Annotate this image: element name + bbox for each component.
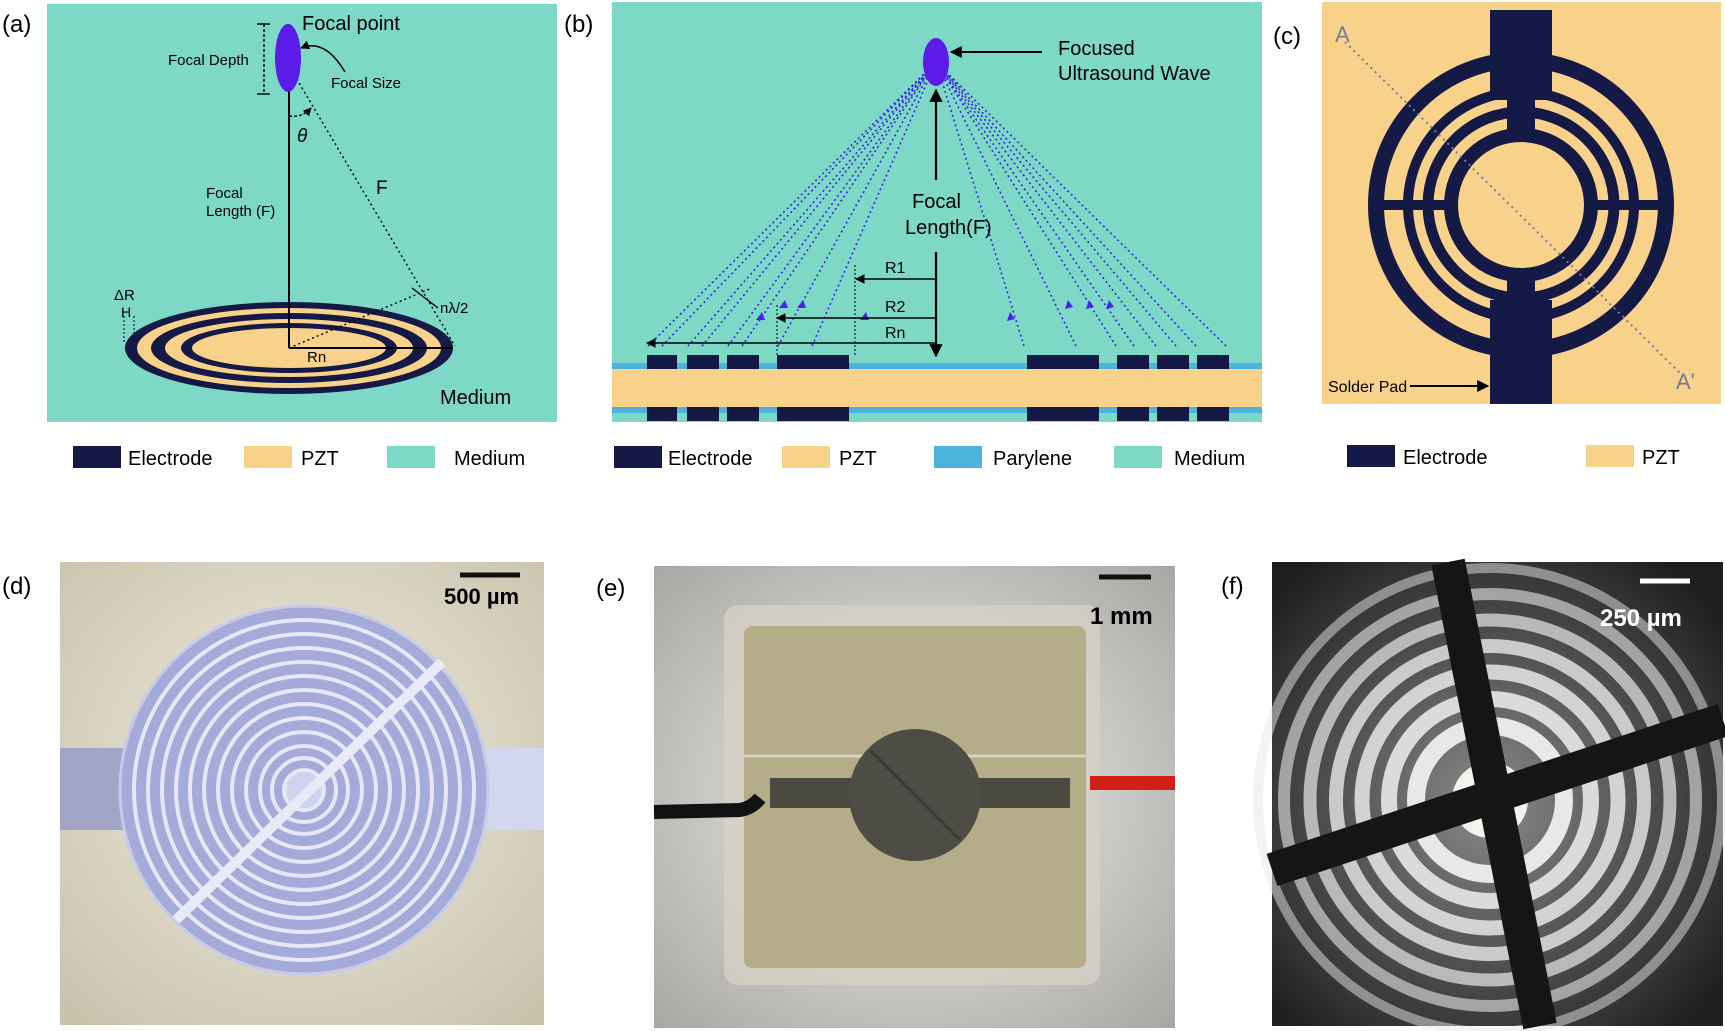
panel-e-tag: (e)	[596, 575, 625, 602]
legend-parylene-label: Parylene	[993, 448, 1072, 470]
legend-electrode-label: Electrode	[1403, 447, 1488, 469]
rn-label-a: Rn	[307, 349, 326, 366]
r1-label: R1	[885, 260, 906, 277]
legend-a: Electrode PZT Medium	[73, 446, 525, 470]
focused-label-1: Focused	[1058, 38, 1135, 60]
n-lambda-tick	[411, 287, 439, 309]
photo-f-horizontal-bar	[1266, 703, 1725, 887]
legend-pzt-label: PZT	[1642, 447, 1680, 469]
photo-d-diagonal	[172, 658, 446, 924]
panel-d: (d) 500 µm	[2, 562, 544, 1025]
scale-label-e: 1 mm	[1090, 603, 1153, 630]
ring-connectors	[1378, 60, 1664, 350]
legend-medium-swatch	[387, 446, 435, 468]
panel-f: (f) 250 µm	[1221, 558, 1725, 1031]
pzt-layer-b	[612, 369, 1262, 407]
top-electrodes	[647, 355, 1229, 369]
n-lambda-dotted-line	[288, 287, 433, 349]
legend-medium-swatch	[1114, 446, 1162, 468]
legend-electrode-swatch	[1347, 445, 1395, 467]
focal-depth-label: Focal Depth	[168, 52, 249, 69]
scale-label-f: 250 µm	[1600, 605, 1682, 632]
parylene-bottom	[612, 407, 1262, 413]
legend-medium-label: Medium	[1174, 448, 1245, 470]
photo-e-red-wire	[1090, 776, 1175, 790]
legend-pzt-swatch	[1586, 445, 1634, 467]
ray-lines	[647, 61, 1227, 347]
panel-a: (a) Focal point Focal Depth Focal Size θ…	[2, 4, 557, 470]
rn-label-b: Rn	[885, 325, 905, 342]
solder-pad-label: Solder Pad	[1328, 379, 1407, 396]
bottom-electrodes	[647, 407, 1229, 421]
panel-a-tag: (a)	[2, 11, 31, 38]
focal-length-label-2: Length (F)	[206, 203, 275, 220]
legend-electrode-swatch	[73, 446, 121, 468]
panel-c-tag: (c)	[1273, 23, 1301, 50]
panel-f-tag: (f)	[1221, 573, 1244, 600]
panel-d-tag: (d)	[2, 573, 31, 600]
a-label: A	[1335, 22, 1350, 47]
focal-point-label: Focal point	[302, 13, 400, 35]
delta-r-label: ΔR	[114, 287, 135, 304]
legend-b: Electrode PZT Parylene Medium	[614, 446, 1245, 470]
focal-length-b-1: Focal	[912, 191, 961, 213]
legend-pzt-swatch	[244, 446, 292, 468]
theta-label: θ	[297, 126, 308, 147]
legend-parylene-swatch	[934, 446, 982, 468]
legend-pzt-label: PZT	[839, 448, 877, 470]
focal-spot-b	[923, 38, 949, 86]
panel-b-tag: (b)	[564, 11, 593, 38]
panel-c: (c) A A' Solder Pad Electrode PZT	[1273, 2, 1721, 469]
photo-e-black-wire	[653, 793, 766, 819]
focal-length-b-2: Length(F)	[905, 217, 992, 239]
legend-pzt-label: PZT	[301, 448, 339, 470]
n-lambda-label: nλ/2	[440, 300, 468, 317]
focal-size-label: Focal Size	[331, 75, 401, 92]
legend-electrode-label: Electrode	[128, 448, 213, 470]
focal-spot-a	[275, 24, 301, 92]
f-label: F	[376, 178, 388, 199]
legend-c: Electrode PZT	[1347, 445, 1680, 469]
medium-label-a: Medium	[440, 387, 511, 409]
panel-b: (b)	[564, 2, 1262, 470]
section-line-a-a	[1344, 41, 1683, 376]
h-label: H	[121, 304, 131, 320]
legend-electrode-label: Electrode	[668, 448, 753, 470]
parylene-top	[612, 363, 1262, 369]
scale-label-d: 500 µm	[444, 584, 519, 609]
legend-medium-label: Medium	[454, 448, 525, 470]
focal-size-arrow	[300, 40, 346, 73]
legend-pzt-swatch	[782, 446, 830, 468]
panel-e: (e) 1 mm	[596, 566, 1175, 1028]
theta-arc	[288, 107, 312, 118]
focused-label-2: Ultrasound Wave	[1058, 63, 1211, 85]
r2-label: R2	[885, 299, 906, 316]
a-prime-label: A'	[1676, 369, 1695, 394]
legend-electrode-swatch	[614, 446, 662, 468]
focal-length-label-1: Focal	[206, 185, 243, 202]
photo-e-diagonal	[868, 748, 962, 842]
